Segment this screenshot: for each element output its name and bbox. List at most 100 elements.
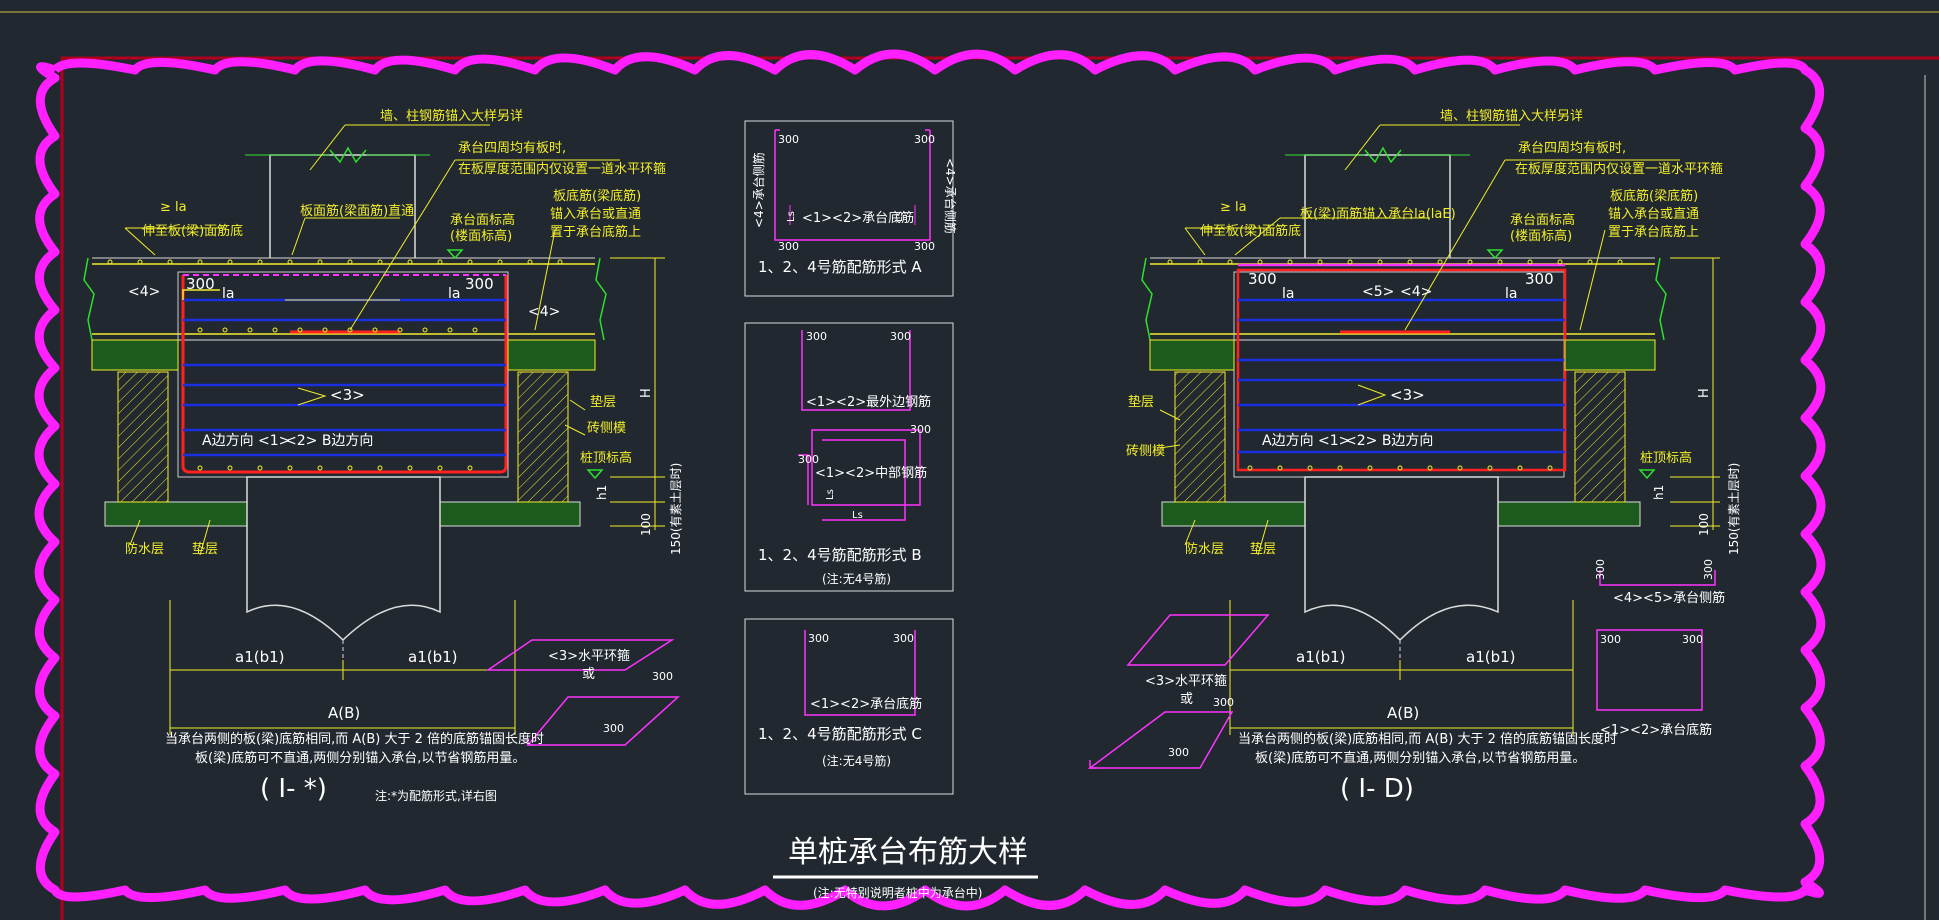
form-a-300-br: 300 [914, 240, 935, 253]
form-a-right-side-bar: <4>承台侧筋 [943, 158, 958, 234]
dim-h1: h1 [595, 485, 609, 500]
r-bot-300-a: 300 [1600, 633, 1621, 646]
r-dim-ab: A(B) [1387, 704, 1419, 722]
form-c-inner-label: <1><2>承台底筋 [810, 696, 922, 712]
label-pile-top: 桩顶标高 [580, 450, 632, 466]
form-a-300-bl: 300 [778, 240, 799, 253]
r-dim-150: 150(有素土层时) [1727, 463, 1741, 555]
label-ge-la: ≥ la [160, 200, 187, 215]
form-b-note: (注:无4号筋) [822, 571, 891, 586]
label-bot-bars-3: 置于承台底筋上 [550, 224, 641, 240]
form-b-300-mid-left: 300 [798, 453, 819, 466]
form-b-300-mid-right: 300 [910, 423, 931, 436]
dim-la-right: la [448, 286, 460, 302]
dim-a1-right: a1(b1) [408, 648, 458, 666]
r-tag-5: <5> [1362, 284, 1394, 300]
r-tag-b-direction: <2> B边方向 [1345, 433, 1433, 449]
r-hoop-300-b: 300 [1168, 746, 1189, 759]
section-id-left: ( Ⅰ- *) [260, 774, 327, 804]
r-hoop-300-a: 300 [1213, 696, 1234, 709]
dim-a1-left: a1(b1) [235, 648, 285, 666]
form-b-300-tr: 300 [890, 330, 911, 343]
r-dim-h1: h1 [1652, 485, 1666, 500]
label-extend: 伸至板(梁)面筋底 [142, 223, 243, 239]
note-line-1: 当承台两侧的板(梁)底筋相同,而 A(B) 大于 2 倍的底筋锚固长度时 [165, 731, 544, 747]
form-c-caption: 1、2、4号筋配筋形式 C [758, 725, 922, 743]
tag-b-direction: <2> B边方向 [285, 433, 373, 449]
r-label-wall-anchor: 墙、柱钢筋锚入大样另详 [1440, 108, 1583, 124]
form-c-300-tl: 300 [808, 632, 829, 645]
form-b-300-tl: 300 [806, 330, 827, 343]
note-line-2: 板(梁)底筋可不直通,两侧分别锚入承台,以节省钢筋用量。 [195, 750, 525, 766]
r-side-300-a: 300 [1594, 559, 1607, 580]
dim-300-right: 300 [465, 275, 494, 293]
hoop-or: 或 [582, 667, 595, 682]
tag-3: <3> [330, 386, 365, 404]
r-note-line-2: 板(梁)底筋可不直通,两侧分别锚入承台,以节省钢筋用量。 [1255, 750, 1585, 766]
hoop-300-a: 300 [652, 670, 673, 683]
r-dim-la-left: la [1282, 286, 1294, 302]
label-cushion-bottom: 垫层 [192, 541, 218, 557]
r-side-300-b: 300 [1702, 559, 1715, 580]
r-dim-h: H [1697, 388, 1712, 398]
left-detail [83, 124, 680, 746]
r-dim-la-right: la [1505, 286, 1517, 302]
section-note: 注:*为配筋形式,详右图 [375, 788, 497, 803]
r-dim-a1-right: a1(b1) [1466, 648, 1516, 666]
r-dim-300-right: 300 [1525, 270, 1554, 288]
form-a-caption: 1、2、4号筋配筋形式 A [758, 258, 922, 276]
form-a-300-tr: 300 [914, 133, 935, 146]
form-b-caption: 1、2、4号筋配筋形式 B [758, 546, 922, 564]
r-label-pile-top: 桩顶标高 [1640, 450, 1692, 466]
r-label-bot-bars-3: 置于承台底筋上 [1608, 224, 1699, 240]
forms-panel [744, 120, 954, 795]
label-top-bars: 板面筋(梁面筋)直通 [300, 203, 414, 219]
form-a-inner-label: <1><2>承台底筋 [802, 210, 914, 226]
r-label-cap-top-2: (楼面标高) [1510, 228, 1572, 244]
dim-ab: A(B) [328, 704, 360, 722]
revision-cloud [34, 49, 1826, 911]
form-a-ls-left: Ls [786, 211, 797, 222]
form-a-left-side-bar: <4>承台侧筋 [751, 152, 766, 228]
dim-100: 100 [639, 513, 653, 536]
form-b-middle-label: <1><2>中部钢筋 [815, 465, 927, 481]
section-id-right: ( Ⅰ- D) [1340, 774, 1414, 804]
r-label-ring-note-2: 在板厚度范围内仅设置一道水平环箍 [1515, 161, 1723, 177]
label-cushion-right: 垫层 [590, 394, 616, 410]
tag-a-direction: A边方向 <1> [202, 433, 290, 449]
r-dim-300-left: 300 [1248, 270, 1277, 288]
dim-h: H [639, 388, 654, 398]
r-label-ring-note-1: 承台四周均有板时, [1518, 141, 1626, 156]
r-label-brick-side: 砖侧模 [1126, 444, 1165, 459]
r-label-waterproof: 防水层 [1185, 541, 1224, 557]
tag-4-left: <4> [128, 284, 160, 300]
r-bot-300-b: 300 [1682, 633, 1703, 646]
r-tag-4: <4> [1400, 284, 1432, 300]
label-brick-side: 砖侧模 [587, 421, 626, 436]
label-bot-bars-2: 锚入承台或直通 [550, 207, 641, 222]
r-dim-a1-left: a1(b1) [1296, 648, 1346, 666]
label-ring-note-2: 在板厚度范围内仅设置一道水平环箍 [458, 161, 666, 177]
r-hoop-or: 或 [1180, 692, 1193, 707]
label-cap-top-1: 承台面标高 [450, 212, 515, 228]
dim-150: 150(有素土层时) [669, 463, 683, 555]
r-label-bot-bars-1: 板底筋(梁底筋) [1610, 188, 1698, 204]
hoop-300-b: 300 [603, 722, 624, 735]
dim-la-left: la [222, 286, 234, 302]
r-label-bot-bars-2: 锚入承台或直通 [1608, 207, 1699, 222]
form-c-note: (注:无4号筋) [822, 753, 891, 768]
right-detail [1087, 124, 1720, 769]
dim-300-left: 300 [186, 275, 215, 293]
form-a-300-tl: 300 [778, 133, 799, 146]
r-label-cushion-bottom: 垫层 [1250, 541, 1276, 557]
hoop-label: <3>水平环箍 [548, 648, 630, 664]
form-b-ls-2: Ls [852, 510, 863, 521]
r-label-cushion-left: 垫层 [1128, 394, 1154, 410]
r-dim-100: 100 [1697, 513, 1711, 536]
revision-cloud-outline [34, 49, 1826, 911]
r-tag-a-direction: A边方向 <1> [1262, 433, 1350, 449]
r-label-extend: 伸至板(梁)面筋底 [1200, 223, 1301, 239]
r-note-line-1: 当承台两侧的板(梁)底筋相同,而 A(B) 大于 2 倍的底筋锚固长度时 [1238, 731, 1617, 747]
label-cap-top-2: (楼面标高) [450, 228, 512, 244]
